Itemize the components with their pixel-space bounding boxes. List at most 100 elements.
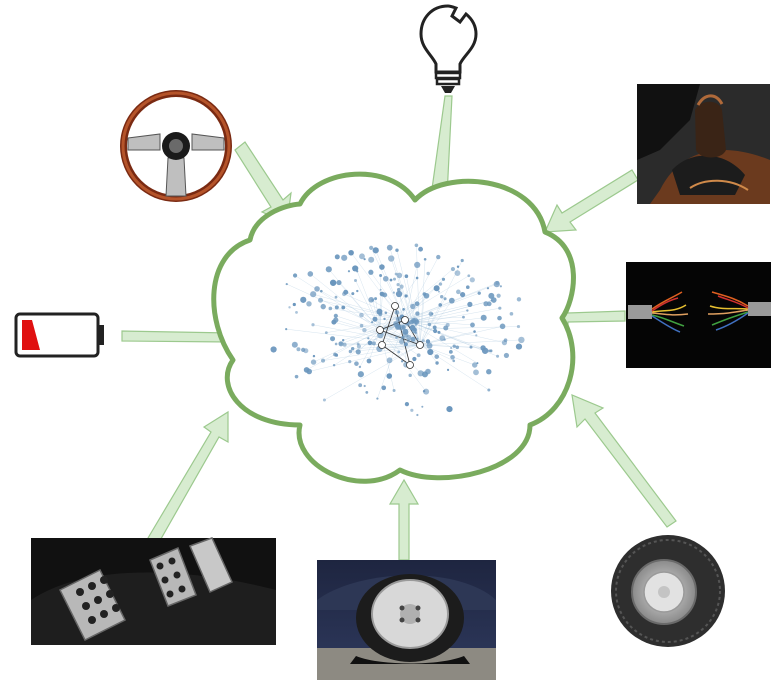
graph-node bbox=[395, 324, 401, 330]
network-graph bbox=[270, 243, 525, 417]
graph-node bbox=[301, 347, 306, 352]
graph-edge bbox=[404, 319, 478, 364]
graph-node bbox=[425, 339, 431, 344]
graph-node bbox=[358, 383, 363, 388]
graph-node bbox=[320, 289, 323, 293]
graph-node bbox=[379, 288, 382, 291]
graph-node bbox=[363, 384, 366, 388]
graph-node bbox=[395, 336, 398, 339]
graph-node bbox=[334, 353, 339, 357]
graph-node bbox=[518, 336, 525, 344]
graph-node bbox=[470, 322, 475, 328]
graph-node bbox=[475, 334, 478, 337]
graph-node bbox=[294, 374, 299, 379]
graph-node bbox=[320, 303, 326, 310]
graph-node bbox=[455, 345, 460, 350]
graph-edge bbox=[379, 275, 469, 331]
graph-edge bbox=[309, 344, 421, 372]
graph-node bbox=[365, 390, 369, 394]
graph-node bbox=[395, 248, 399, 252]
graph-node bbox=[402, 308, 405, 311]
graph-node bbox=[369, 245, 374, 250]
graph-node bbox=[285, 282, 288, 286]
graph-node bbox=[421, 405, 424, 408]
graph-node bbox=[386, 357, 393, 364]
graph-edge bbox=[375, 298, 381, 331]
graph-node bbox=[292, 302, 296, 307]
graph-node bbox=[386, 373, 393, 379]
graph-node bbox=[414, 261, 421, 269]
graph-node bbox=[417, 370, 424, 377]
graph-node bbox=[376, 308, 383, 315]
graph-node bbox=[456, 289, 461, 295]
graph-node bbox=[372, 316, 378, 322]
graph-node bbox=[363, 258, 366, 261]
graph-node bbox=[334, 254, 340, 260]
graph-edge bbox=[379, 319, 406, 331]
graph-node bbox=[483, 301, 489, 307]
graph-edge bbox=[419, 344, 454, 362]
graph-node bbox=[477, 291, 481, 295]
graph-node bbox=[379, 291, 385, 297]
graph-node bbox=[443, 325, 449, 331]
graph-node bbox=[400, 360, 404, 363]
graph-node bbox=[516, 324, 521, 329]
graph-node bbox=[381, 385, 387, 391]
graph-node bbox=[467, 274, 471, 278]
graph-node bbox=[406, 334, 412, 341]
graph-edge bbox=[404, 319, 490, 352]
graph-edge bbox=[404, 256, 439, 321]
graph-node bbox=[450, 346, 453, 349]
graph-edge bbox=[330, 308, 406, 321]
graph-edge bbox=[370, 272, 406, 321]
gear-shift-icon bbox=[637, 84, 770, 204]
graph-node bbox=[334, 295, 338, 299]
graph-node bbox=[415, 311, 420, 316]
graph-node bbox=[341, 254, 348, 261]
graph-edge bbox=[419, 300, 452, 346]
graph-node bbox=[469, 277, 475, 283]
graph-node bbox=[329, 279, 337, 286]
graph-node bbox=[404, 402, 410, 407]
graph-edge bbox=[394, 305, 411, 366]
graph-node bbox=[288, 306, 291, 309]
graph-node bbox=[386, 244, 393, 251]
graph-node bbox=[324, 331, 328, 335]
graph-node bbox=[396, 272, 403, 279]
graph-node bbox=[418, 246, 423, 252]
graph-node bbox=[295, 310, 298, 314]
graph-node bbox=[406, 339, 410, 343]
graph-node bbox=[503, 352, 510, 359]
graph-node bbox=[396, 283, 400, 287]
graph-node bbox=[356, 344, 362, 349]
graph-node bbox=[443, 297, 447, 301]
graph-node bbox=[307, 271, 314, 277]
graph-edge bbox=[371, 299, 406, 321]
graph-node bbox=[404, 294, 408, 298]
graph-node bbox=[438, 303, 443, 307]
car-pedals-icon bbox=[31, 537, 276, 645]
graph-node bbox=[368, 296, 375, 303]
graph-node bbox=[499, 323, 506, 330]
graph-node bbox=[348, 360, 352, 364]
graph-edge bbox=[404, 264, 418, 321]
graph-node bbox=[437, 290, 440, 293]
graph-node bbox=[383, 317, 386, 321]
graph-node bbox=[296, 347, 301, 352]
arrow-from-pedals bbox=[147, 410, 229, 545]
graph-node bbox=[437, 330, 441, 334]
graph-node bbox=[443, 338, 446, 341]
graph-node bbox=[351, 292, 355, 296]
graph-edge bbox=[379, 329, 421, 374]
graph-node bbox=[487, 388, 491, 392]
graph-node bbox=[433, 328, 438, 334]
graph-node bbox=[348, 249, 354, 256]
graph-node bbox=[452, 344, 456, 348]
graph-node bbox=[456, 265, 460, 268]
graph-node bbox=[408, 373, 412, 378]
graph-node bbox=[414, 323, 418, 326]
graph-node bbox=[402, 328, 409, 335]
graph-node bbox=[496, 354, 500, 358]
graph-node bbox=[432, 325, 437, 330]
graph-node bbox=[321, 358, 326, 363]
